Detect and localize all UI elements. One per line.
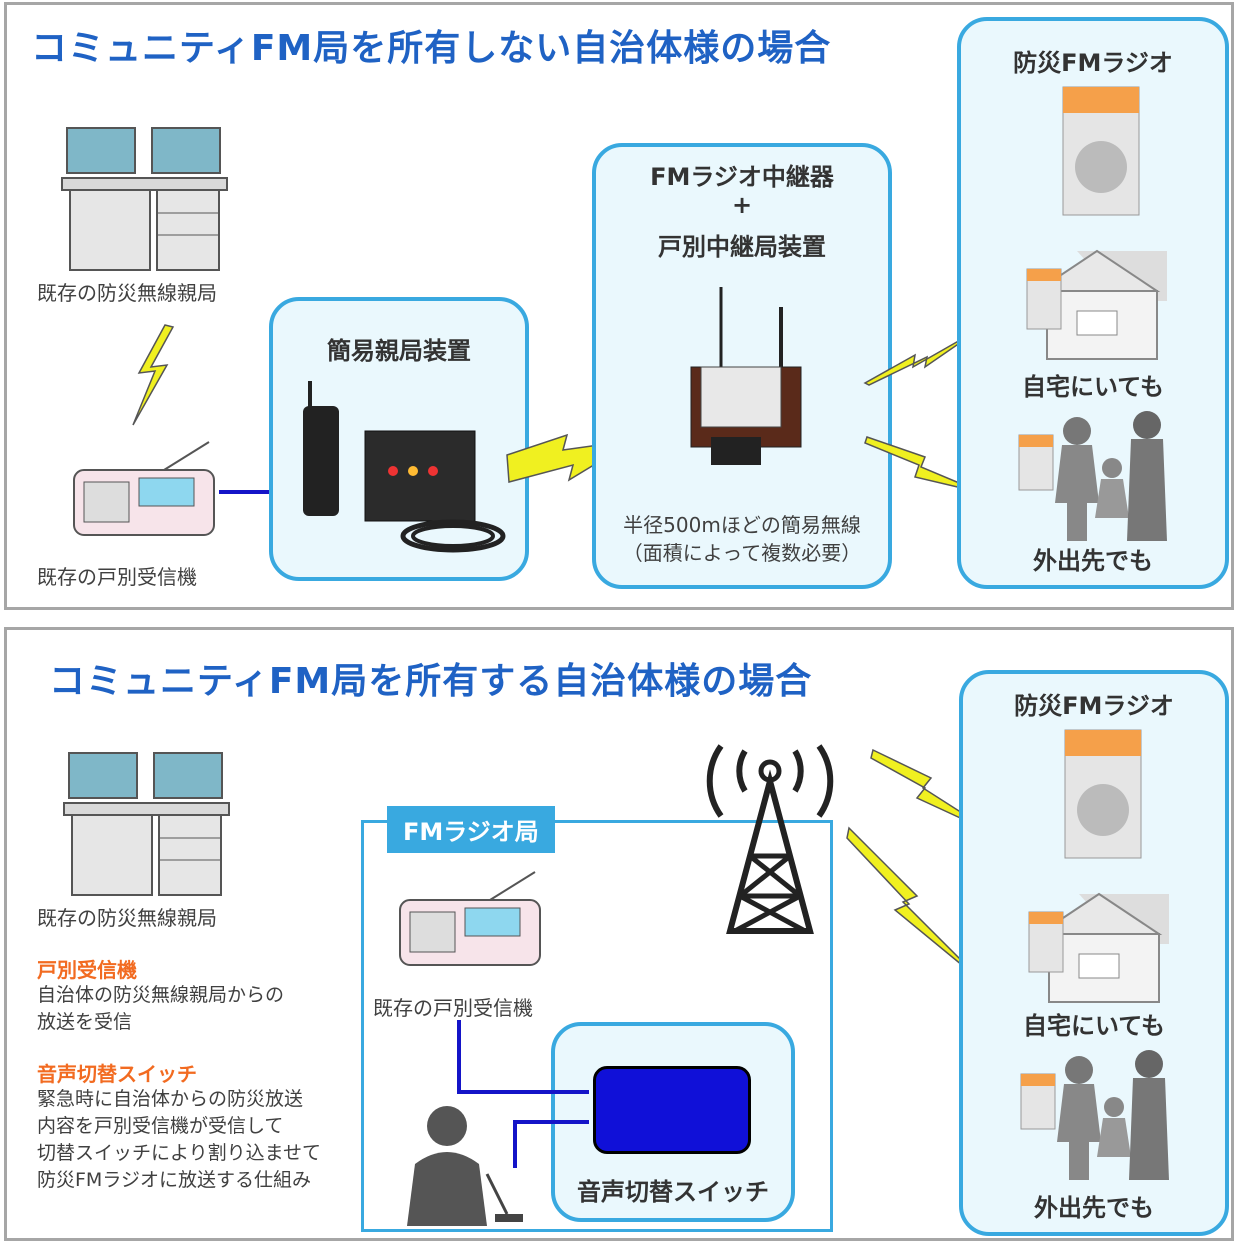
relay-title-line2: 戸別中継局装置 (658, 233, 826, 261)
family-icon (1018, 411, 1167, 541)
existing-master-label: 既存の防災無線親局 (37, 281, 217, 305)
home-receiver-illustration (73, 441, 215, 536)
fm-radio-box: 防災FMラジオ 自宅にいても 外出先でも (957, 17, 1229, 589)
master-station-illustration (63, 752, 230, 896)
fm-radio-illustration (1064, 729, 1142, 859)
panel1-title: コミュニティFM局を所有しない自治体様の場合 (31, 28, 832, 69)
fm-radio-title: 防災FMラジオ (1014, 692, 1174, 720)
lightning-icon (870, 748, 996, 835)
switch-desc-line2: 内容を戸別受信機が受信して (37, 1115, 284, 1137)
panel-with-community-fm: コミュニティFM局を所有する自治体様の場合 既存の防災無線親局 戸別受信機 自治… (4, 627, 1234, 1241)
lightning-icon (863, 326, 984, 386)
existing-receiver-label: 既存の戸別受信機 (373, 996, 533, 1020)
relay-title-plus: + (731, 191, 753, 219)
relay-note-line2: （面積によって複数必要） (622, 541, 862, 565)
house-icon (1028, 892, 1169, 1003)
relay-box: FMラジオ中継器 + 戸別中継局装置 半径500mほどの簡易無線 （面積によって… (592, 143, 892, 589)
outside-label: 外出先でも (1034, 1194, 1154, 1222)
lightning-icon (864, 436, 984, 494)
existing-receiver-label: 既存の戸別受信機 (37, 565, 197, 589)
simple-master-box: 簡易親局装置 (269, 297, 529, 581)
audio-switch-label: 音声切替スイッチ (577, 1178, 769, 1206)
at-home-label: 自宅にいても (1021, 373, 1165, 401)
panel2-title: コミュニティFM局を所有する自治体様の場合 (49, 661, 813, 702)
switch-desc-line1: 緊急時に自治体からの防災放送 (37, 1088, 304, 1110)
switch-desc-line4: 防災FMラジオに放送する仕組み (37, 1169, 311, 1191)
lightning-icon (846, 826, 986, 985)
connection-line (219, 490, 279, 494)
existing-master-label: 既存の防災無線親局 (37, 906, 217, 930)
receiver-desc-line2: 放送を受信 (37, 1011, 133, 1033)
connection-lines (457, 1020, 589, 1168)
fm-radio-title: 防災FMラジオ (1013, 49, 1173, 77)
relay-device-illustration (690, 287, 802, 465)
fm-radio-illustration (1062, 86, 1140, 216)
fm-radio-box: 防災FMラジオ 自宅にいても 外出先でも (959, 670, 1229, 1236)
at-home-label: 自宅にいても (1022, 1012, 1166, 1040)
house-icon (1026, 249, 1167, 360)
fm-station-label: FMラジオ局 (387, 806, 555, 853)
receiver-desc-line1: 自治体の防災無線親局からの (37, 984, 285, 1006)
receiver-heading: 戸別受信機 (37, 958, 137, 982)
relay-title-line1: FMラジオ中継器 (650, 163, 834, 191)
announcer-icon (407, 1106, 523, 1226)
master-station-illustration (61, 127, 228, 271)
simple-master-device-illustration (303, 381, 506, 553)
radio-tower-icon (706, 744, 834, 934)
switch-desc-line3: 切替スイッチにより割り込ませて (37, 1142, 322, 1164)
outside-label: 外出先でも (1033, 547, 1153, 575)
family-icon (1020, 1050, 1169, 1180)
audio-switch-device (593, 1066, 751, 1154)
simple-master-title: 簡易親局装置 (327, 337, 471, 365)
fm-station-frame (361, 820, 833, 1232)
switch-heading: 音声切替スイッチ (37, 1062, 197, 1086)
panel-without-community-fm: コミュニティFM局を所有しない自治体様の場合 既存の防災無線親局 既存の戸別受信… (4, 2, 1234, 610)
home-receiver-illustration (399, 871, 541, 966)
relay-note-line1: 半径500mほどの簡易無線 (623, 513, 861, 537)
lightning-icon (132, 324, 175, 426)
